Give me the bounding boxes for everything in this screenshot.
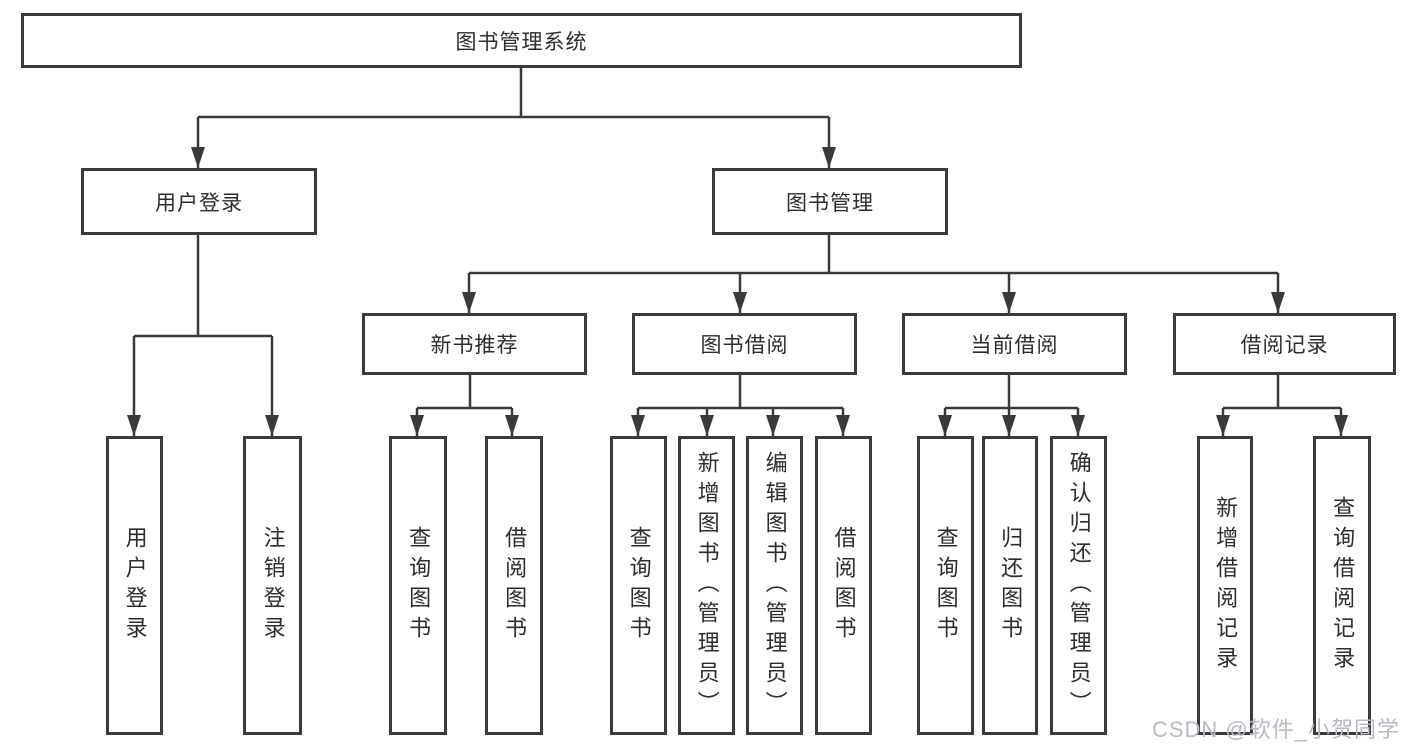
leaf-label: 归还图书 bbox=[998, 525, 1024, 646]
leaf-label: 查询图书 bbox=[626, 525, 652, 646]
leaf-label: 注销登录 bbox=[260, 525, 286, 646]
node-book-borrow: 图书借阅 bbox=[632, 313, 857, 375]
leaf-current-query-books: 查询图书 bbox=[917, 436, 974, 735]
csdn-watermark: CSDN @软件_小贺同学 bbox=[1151, 717, 1400, 742]
node-new-book-recommend: 新书推荐 bbox=[362, 313, 587, 375]
leaf-label: 新增图书（管理员） bbox=[694, 450, 720, 721]
node-label: 图书管理系统 bbox=[455, 30, 588, 54]
leaf-label: 新增借阅记录 bbox=[1213, 495, 1239, 676]
node-label: 当前借阅 bbox=[970, 334, 1059, 357]
leaf-borrow-query-books: 查询图书 bbox=[610, 436, 667, 735]
leaf-label: 借阅图书 bbox=[502, 525, 528, 646]
leaf-borrow-add-books-admin: 新增图书（管理员） bbox=[678, 436, 735, 735]
leaf-recommend-borrow-books: 借阅图书 bbox=[485, 436, 543, 735]
node-book-management: 图书管理 bbox=[712, 168, 948, 235]
leaf-label: 确认归还（管理员） bbox=[1066, 450, 1092, 721]
node-label: 图书借阅 bbox=[700, 334, 789, 357]
node-label: 借阅记录 bbox=[1240, 334, 1329, 357]
leaf-records-query-record: 查询借阅记录 bbox=[1313, 436, 1371, 735]
leaf-current-confirm-return-admin: 确认归还（管理员） bbox=[1050, 436, 1107, 735]
node-label: 新书推荐 bbox=[430, 334, 519, 357]
leaf-label: 查询图书 bbox=[933, 525, 959, 646]
leaf-current-return-books: 归还图书 bbox=[982, 436, 1038, 735]
node-library-management-system: 图书管理系统 bbox=[21, 13, 1022, 68]
leaf-records-add-record: 新增借阅记录 bbox=[1197, 436, 1253, 735]
node-current-borrow: 当前借阅 bbox=[902, 313, 1127, 375]
node-borrow-records: 借阅记录 bbox=[1173, 313, 1396, 375]
leaf-label: 查询借阅记录 bbox=[1330, 495, 1356, 676]
node-label: 用户登录 bbox=[155, 191, 243, 215]
leaf-recommend-query-books: 查询图书 bbox=[389, 436, 447, 735]
leaf-label: 编辑图书（管理员） bbox=[762, 450, 788, 721]
leaf-logout: 注销登录 bbox=[243, 436, 302, 735]
node-label: 图书管理 bbox=[786, 191, 874, 215]
leaf-user-login: 用户登录 bbox=[106, 436, 163, 735]
leaf-label: 查询图书 bbox=[406, 525, 432, 646]
leaf-label: 用户登录 bbox=[122, 525, 148, 646]
node-user-login: 用户登录 bbox=[81, 168, 317, 235]
leaf-borrow-edit-books-admin: 编辑图书（管理员） bbox=[746, 436, 803, 735]
leaf-label: 借阅图书 bbox=[831, 525, 857, 646]
leaf-borrow-borrow-books: 借阅图书 bbox=[815, 436, 872, 735]
